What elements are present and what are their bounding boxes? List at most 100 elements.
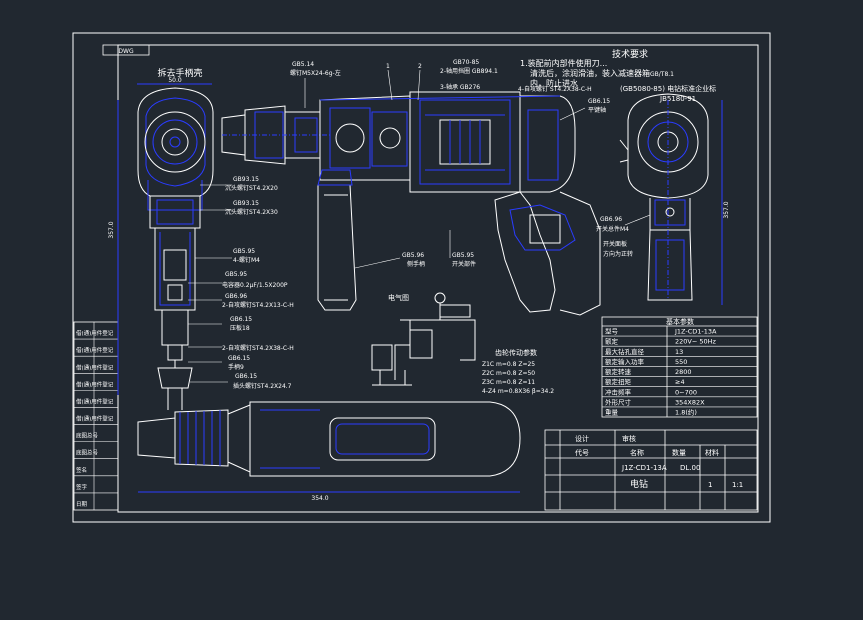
tech-req-line-4: GB/T8.1	[650, 71, 674, 78]
tech-req-line-1: 1.装配前内部件使用刀...	[520, 58, 607, 68]
gear-3: Z3C m=0.8 Z=11	[482, 379, 535, 386]
right-callouts: 357.0 GB6.96 开关总件M4 开关面板 方向为正转	[596, 201, 730, 258]
left-strip-label: 日期	[76, 501, 88, 508]
callout-mid2b: 开关部件	[452, 260, 476, 268]
left-callout-4b: 电容器0.2μF/1.5X200P	[222, 281, 288, 289]
main-section-view	[221, 91, 601, 316]
param-label: 额定	[605, 337, 619, 346]
param-value: 0~700	[675, 388, 697, 396]
gear-title: 齿轮传动参数	[495, 348, 537, 357]
left-callout-8: GB6.15	[228, 355, 250, 362]
left-callout-3b: 4-螺钉M4	[233, 256, 260, 264]
tb-count-label: 数量	[672, 448, 686, 457]
param-label: 额定输入功率	[605, 357, 645, 366]
callout-c6: GB6.15	[588, 98, 610, 105]
tech-req-ref-1: (GB5080-85) 电钻标准企业标	[620, 84, 716, 93]
tb-checker: 审核	[622, 434, 636, 443]
callout-c1: GB5.14	[292, 61, 314, 68]
left-callout-2: GB93.15	[233, 200, 259, 207]
callout-c6b: 平键轴	[588, 106, 606, 114]
main-callouts: GB5.14 螺钉M5X24-6g-左 1 2 GB70-85 2-轴用挡圈 G…	[290, 59, 610, 269]
param-table-frame	[601, 316, 758, 418]
param-value: ≥4	[675, 378, 685, 386]
callout-c5: 4-自攻螺钉 ST4.2X38-C-H	[518, 85, 592, 93]
tech-requirements: 技术要求 1.装配前内部件使用刀... 清洗后，涂润滑油，装入减速器箱 内，防止…	[520, 48, 716, 103]
tb-material-label: 材料	[705, 448, 719, 457]
left-callout-6b: 压板18	[230, 324, 250, 332]
dim-bottom: 354.0	[311, 495, 328, 502]
tech-req-line-3: 内，防止进水	[530, 78, 578, 88]
param-value: 354X82X	[675, 398, 705, 406]
param-label: 型号	[605, 327, 619, 336]
tb-designer: 设计	[575, 434, 589, 443]
left-strip-label: 借(通)用件登记	[76, 380, 114, 388]
callout-mid2: GB5.95	[452, 252, 474, 259]
param-label: 重量	[605, 409, 619, 417]
gear-params: 齿轮传动参数 Z1C m=0.8 Z=25 Z2C m=0.8 Z=50 Z3C…	[482, 348, 554, 395]
circuit-title: 电气图	[388, 293, 409, 302]
left-strip-label: 签名	[76, 466, 87, 474]
param-value: 2800	[675, 368, 692, 376]
dim-right-side: 357.0	[723, 201, 730, 218]
left-callout-8b: 手柄9	[228, 363, 244, 371]
param-value: 220V~ 50Hz	[675, 338, 717, 346]
callout-c2: 1	[386, 63, 390, 70]
circuit-diagram: 电气图	[371, 292, 476, 386]
left-callout-7: 2-自攻螺钉ST4.2X38-C-H	[222, 344, 294, 352]
gear-1: Z1C m=0.8 Z=25	[482, 361, 535, 368]
left-callout-1: GB93.15	[233, 176, 259, 183]
left-strip-label: 借(通)用件登记	[76, 329, 114, 337]
left-callouts: GB93.15 沉头螺钉ST4.2X20 GB93.15 沉头螺钉ST4.2X3…	[188, 176, 294, 390]
gear-2: Z2C m=0.8 Z=50	[482, 370, 535, 377]
left-callout-5b: 2-自攻螺钉ST4.2X13-C-H	[222, 301, 294, 309]
right-callout-1b: 开关总件M4	[596, 225, 629, 233]
left-strip-label: 借(通)用件登记	[76, 397, 114, 405]
tb-part-name: 电钻	[630, 478, 648, 490]
param-label: 冲击频率	[605, 387, 632, 396]
callout-mid1: GB5.96	[402, 252, 424, 259]
left-strip-label: 借(通)用件登记	[76, 415, 114, 423]
callout-c4: GB70-85	[453, 59, 479, 66]
dim-left-top: 50.0	[168, 77, 182, 84]
param-label: 最大钻孔直径	[605, 347, 645, 356]
left-strip-label: 底图总号	[76, 449, 99, 457]
param-value: 13	[675, 348, 683, 356]
right-callout-2: 开关面板	[603, 240, 627, 248]
param-value: 1.8(约)	[675, 408, 697, 417]
front-view: 拆去手柄壳 50.0 357.0	[108, 67, 214, 410]
tb-drawing-no: DL.00	[680, 464, 700, 472]
front-view-title: 拆去手柄壳	[157, 67, 202, 79]
right-callout-2b: 方向为正转	[603, 250, 633, 258]
tb-sheet-count: 1	[708, 481, 712, 489]
tech-req-ref-2: JB5180-91	[659, 95, 696, 103]
right-end-view	[619, 93, 723, 305]
callout-c3: 2	[418, 63, 422, 70]
left-strip-label: 借(通)用件登记	[76, 346, 114, 354]
top-tag-text: DWG	[118, 48, 134, 55]
gear-4: 4-Z4 m=0.8X36 β=34.2	[482, 388, 554, 395]
left-callout-3: GB5.95	[233, 248, 255, 255]
callout-c4b: 2-轴用挡圈 GB894.1	[440, 67, 498, 75]
tb-part-code: J1Z-CD1-13A	[621, 464, 667, 472]
left-callout-2b: 沉头螺钉ST4.2X30	[225, 208, 278, 216]
param-label: 额定扭矩	[605, 377, 632, 386]
left-callout-6: GB6.15	[230, 316, 252, 323]
param-label: 外形尺寸	[605, 397, 632, 406]
left-strip-table	[73, 321, 119, 511]
left-strip-label: 签字	[76, 483, 88, 491]
title-block-text: 设计 审核 代号 名称 数量 材料 J1Z-CD1-13A 电钻 DL.00 1…	[575, 434, 743, 490]
param-value: J1Z-CD1-13A	[674, 328, 717, 336]
left-callout-5: GB6.96	[225, 293, 247, 300]
callout-mid1b: 侧手柄	[407, 260, 425, 268]
tech-req-title: 技术要求	[612, 48, 648, 60]
param-table-title: 基本参数	[666, 317, 694, 326]
drawing-outer-frame	[72, 32, 771, 523]
tb-sheet: 1:1	[732, 481, 743, 489]
left-strip-label: 借(通)用件登记	[76, 363, 114, 371]
right-callout-1: GB6.96	[600, 216, 622, 223]
left-strip-label: 底图总号	[76, 432, 99, 440]
callout-c4c: 3-轴承 GB276	[440, 83, 480, 91]
left-callout-9b: 插头螺钉ST4.2X24.7	[233, 382, 292, 390]
